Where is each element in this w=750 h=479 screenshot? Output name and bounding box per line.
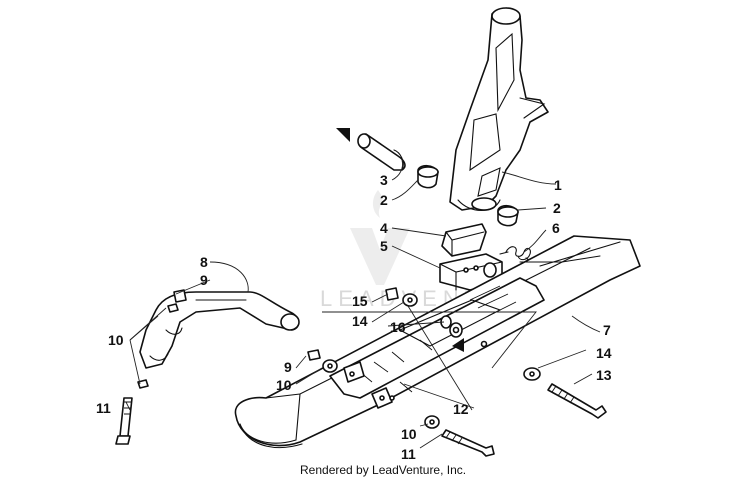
footer-credit: Rendered by LeadVenture, Inc. [300, 463, 466, 477]
arrow-marker-icon [336, 128, 350, 142]
callout-15: 15 [352, 293, 368, 309]
callout-10-front: 10 [276, 377, 292, 393]
part-ski-loop[interactable] [139, 291, 300, 369]
part-nut-9-upper[interactable] [173, 289, 187, 303]
part-washer-10-lower[interactable] [424, 415, 440, 429]
part-spindle[interactable] [449, 7, 549, 212]
part-washer-14-upper[interactable] [402, 293, 418, 307]
watermark-logo-icon [350, 228, 410, 285]
callout-10-handle: 10 [108, 332, 124, 348]
callout-13: 13 [596, 367, 612, 383]
part-pad[interactable] [441, 223, 487, 257]
part-washer-10-handle[interactable] [137, 303, 179, 389]
callout-9-upper: 9 [200, 272, 208, 288]
leader-lines [125, 159, 601, 449]
callout-14-upper: 14 [352, 313, 368, 329]
callout-3: 3 [380, 172, 388, 188]
part-bushing-lower[interactable] [497, 204, 519, 227]
part-ski[interactable] [234, 235, 641, 449]
part-nut-9-lower[interactable] [307, 349, 321, 361]
callout-11-lower: 11 [401, 446, 416, 462]
callout-14-lower: 14 [596, 345, 612, 361]
part-washer-14-lower[interactable] [523, 367, 541, 381]
callout-1: 1 [554, 177, 562, 193]
callout-16: 16 [390, 319, 406, 335]
callout-4: 4 [380, 220, 388, 236]
part-bolt-11-lower[interactable] [441, 429, 495, 457]
arrow-marker-icon [452, 338, 464, 352]
part-bracket[interactable] [439, 253, 503, 291]
part-sleeve[interactable] [357, 133, 406, 171]
part-bushing-upper[interactable] [417, 164, 439, 189]
callout-11-upper: 11 [96, 400, 111, 416]
callout-12: 12 [453, 401, 469, 417]
callout-6: 6 [552, 220, 560, 236]
part-washer-10-front[interactable] [322, 359, 338, 373]
callout-5: 5 [380, 238, 388, 254]
part-nut-15[interactable] [385, 287, 399, 301]
callouts: 1 2 2 3 4 5 6 7 8 9 9 10 10 10 11 11 12 … [96, 172, 612, 462]
watermark-flame-icon [372, 190, 383, 218]
part-spring[interactable] [499, 246, 533, 263]
part-bolt-13[interactable] [547, 383, 607, 419]
part-bolt-11-upper[interactable] [115, 397, 133, 445]
callout-10-lower: 10 [401, 426, 417, 442]
callout-8: 8 [200, 254, 208, 270]
callout-9-lower: 9 [284, 359, 292, 375]
part-bolt-16[interactable] [440, 315, 463, 338]
callout-2-lower: 2 [553, 200, 561, 216]
callout-2-upper: 2 [380, 192, 388, 208]
callout-7: 7 [603, 322, 611, 338]
